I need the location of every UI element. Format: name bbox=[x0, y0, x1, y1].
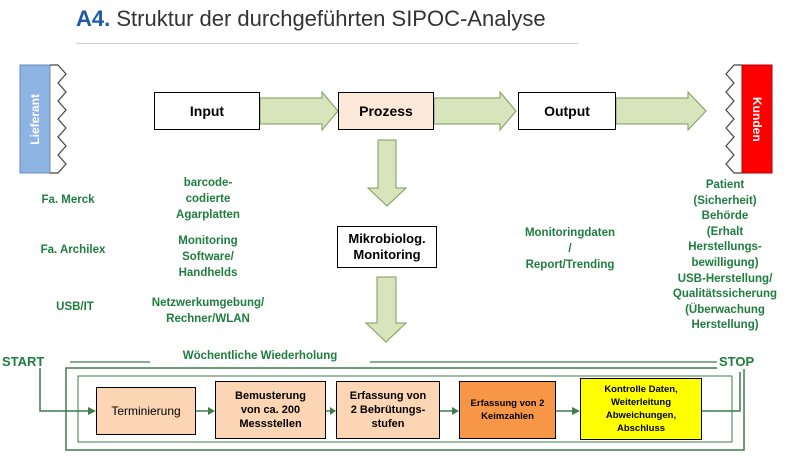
kontrolle-line-4: Abschluss bbox=[616, 423, 666, 434]
flow-frame bbox=[65, 367, 745, 451]
start-arrowhead bbox=[88, 407, 96, 415]
supplier-label-wrap: Lieferant bbox=[20, 65, 50, 173]
arrow-input-to-process bbox=[259, 90, 339, 132]
customer-text-3: Behörde bbox=[701, 210, 749, 223]
flow-inner-frame bbox=[77, 375, 733, 443]
page-title: A4. Struktur der durchgeführten SIPOC-An… bbox=[76, 6, 546, 32]
bemusterung-line-3: Messstellen bbox=[239, 418, 302, 430]
bemusterung-line-2: von ca. 200 bbox=[240, 404, 301, 416]
input-agarplatten: barcode- codierte Agarplatten bbox=[150, 175, 266, 223]
customer-zigzag bbox=[725, 64, 742, 174]
input-box: Input bbox=[154, 92, 260, 130]
supplier-merck: Fa. Merck bbox=[41, 194, 95, 206]
bebruetung-line-3: stufen bbox=[371, 418, 405, 430]
kontrolle-line-1: Kontrolle Daten, bbox=[604, 384, 678, 395]
title-number: A4. bbox=[76, 6, 111, 31]
arrow-monitoring-to-flow bbox=[364, 276, 408, 343]
input-software: Monitoring Software/ Handhelds bbox=[150, 233, 266, 281]
bebruetung-line-2: 2 Bebrütungs- bbox=[350, 404, 426, 416]
input-text-1: barcode- bbox=[183, 177, 233, 189]
customer-text-9: (Überwachung bbox=[685, 303, 765, 316]
flow-step-terminierung: Terminierung bbox=[96, 387, 196, 435]
arrow-process-to-monitoring bbox=[366, 139, 408, 207]
weekly-label: Wöchentliche Wiederholung bbox=[150, 348, 370, 364]
flow-step-keimzahlen: Erfassung von 2 Keimzahlen bbox=[459, 381, 556, 439]
input-text-8: Rechner/WLAN bbox=[166, 313, 250, 325]
customer-text-1: Patient bbox=[705, 179, 745, 191]
input-text-5: Software/ bbox=[182, 251, 234, 263]
connector-2-head bbox=[330, 407, 336, 415]
customer-text-2: (Sicherheit) bbox=[693, 194, 757, 207]
kontrolle-line-3: Abweichungen, bbox=[605, 410, 677, 421]
customer-block bbox=[741, 64, 773, 174]
connector-3-head bbox=[452, 407, 459, 415]
stop-line bbox=[702, 372, 741, 412]
output-text-2: / bbox=[568, 243, 572, 255]
flow-step-bemusterung: Bemusterung von ca. 200 Messstellen bbox=[215, 381, 326, 439]
output-box: Output bbox=[518, 92, 616, 130]
monitoring-box: Mikrobiolog. Monitoring bbox=[337, 226, 437, 268]
stop-label: STOP bbox=[717, 354, 757, 369]
customer-text-4: (Erhalt bbox=[706, 225, 744, 238]
monitoring-line-2: Monitoring bbox=[353, 247, 421, 262]
supplier-zigzag bbox=[50, 64, 67, 174]
customer-label: Kunden bbox=[750, 96, 764, 142]
supplier-usb-it: USB/IT bbox=[56, 301, 94, 313]
flow-step-bebruetung: Erfassung von 2 Bebrütungs- stufen bbox=[336, 381, 440, 439]
arrow-output-to-customer bbox=[615, 90, 707, 132]
input-text-4: Monitoring bbox=[178, 235, 238, 247]
input-text-7: Netzwerkumgebung/ bbox=[151, 297, 265, 309]
customer-text-8: Qualitätssicherung bbox=[672, 288, 778, 301]
input-text-6: Handhelds bbox=[178, 267, 238, 279]
start-label: START bbox=[2, 354, 45, 369]
connector-4-head bbox=[572, 407, 580, 415]
keimzahlen-line-1: Erfassung von 2 bbox=[470, 398, 545, 409]
customer-label-wrap: Kunden bbox=[742, 65, 772, 173]
input-text-3: Agarplatten bbox=[176, 209, 240, 221]
customer-text-5: Herstellungs- bbox=[688, 241, 762, 254]
title-text: Struktur der durchgeführten SIPOC-Analys… bbox=[116, 6, 546, 31]
arrow-process-to-output bbox=[433, 90, 517, 132]
customer-text-10: Herstellung) bbox=[691, 319, 759, 332]
supplier-block bbox=[19, 64, 51, 174]
customer-list: Patient (Sicherheit) Behörde (Erhalt Her… bbox=[660, 178, 790, 334]
process-box: Prozess bbox=[338, 92, 434, 130]
kontrolle-line-2: Weiterleitung bbox=[611, 397, 671, 408]
customer-text-6: bewilligung) bbox=[691, 256, 759, 269]
input-network: Netzwerkumgebung/ Rechner/WLAN bbox=[140, 295, 276, 327]
output-text-1: Monitoringdaten bbox=[524, 227, 616, 239]
flow-step-kontrolle: Kontrolle Daten, Weiterleitung Abweichun… bbox=[580, 378, 702, 440]
output-list: Monitoringdaten / Report/Trending bbox=[510, 225, 630, 273]
bebruetung-line-1: Erfassung von bbox=[349, 390, 427, 402]
start-line bbox=[39, 368, 88, 412]
supplier-archilex: Fa. Archilex bbox=[40, 244, 106, 256]
connector-1-head bbox=[208, 407, 215, 415]
title-divider bbox=[76, 43, 578, 44]
supplier-label: Lieferant bbox=[28, 93, 42, 145]
input-text-2: codierte bbox=[185, 193, 231, 205]
output-text-3: Report/Trending bbox=[525, 259, 615, 271]
keimzahlen-line-2: Keimzahlen bbox=[481, 411, 534, 422]
bemusterung-line-1: Bemusterung bbox=[235, 390, 306, 402]
customer-text-7: USB-Herstellung/ bbox=[677, 272, 773, 285]
monitoring-line-1: Mikrobiolog. bbox=[348, 231, 426, 246]
